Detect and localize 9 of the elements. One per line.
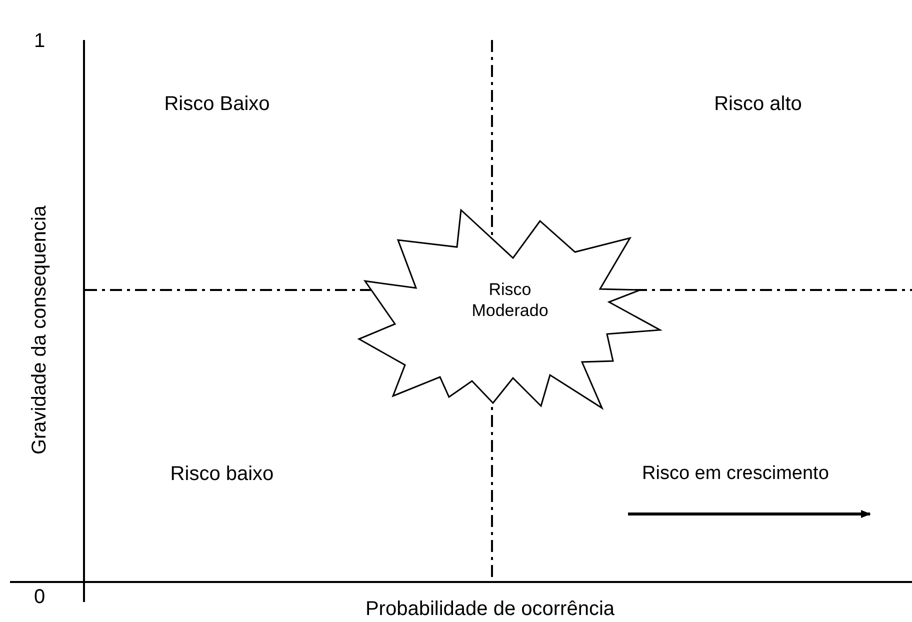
tick-label: 1 [34,30,46,53]
axis-title: Probabilidade de ocorrência [365,598,615,621]
axis-title: Gravidade da consequencia [28,205,52,455]
arrow-label: Risco em crescimento [642,463,829,485]
quadrant-label: Risco Baixo [164,93,270,116]
tick-label: 0 [34,586,46,609]
quadrant-label: Risco alto [714,93,802,116]
quadrant-label: Risco baixo [170,463,274,486]
node-text: Risco Moderado [470,278,550,321]
